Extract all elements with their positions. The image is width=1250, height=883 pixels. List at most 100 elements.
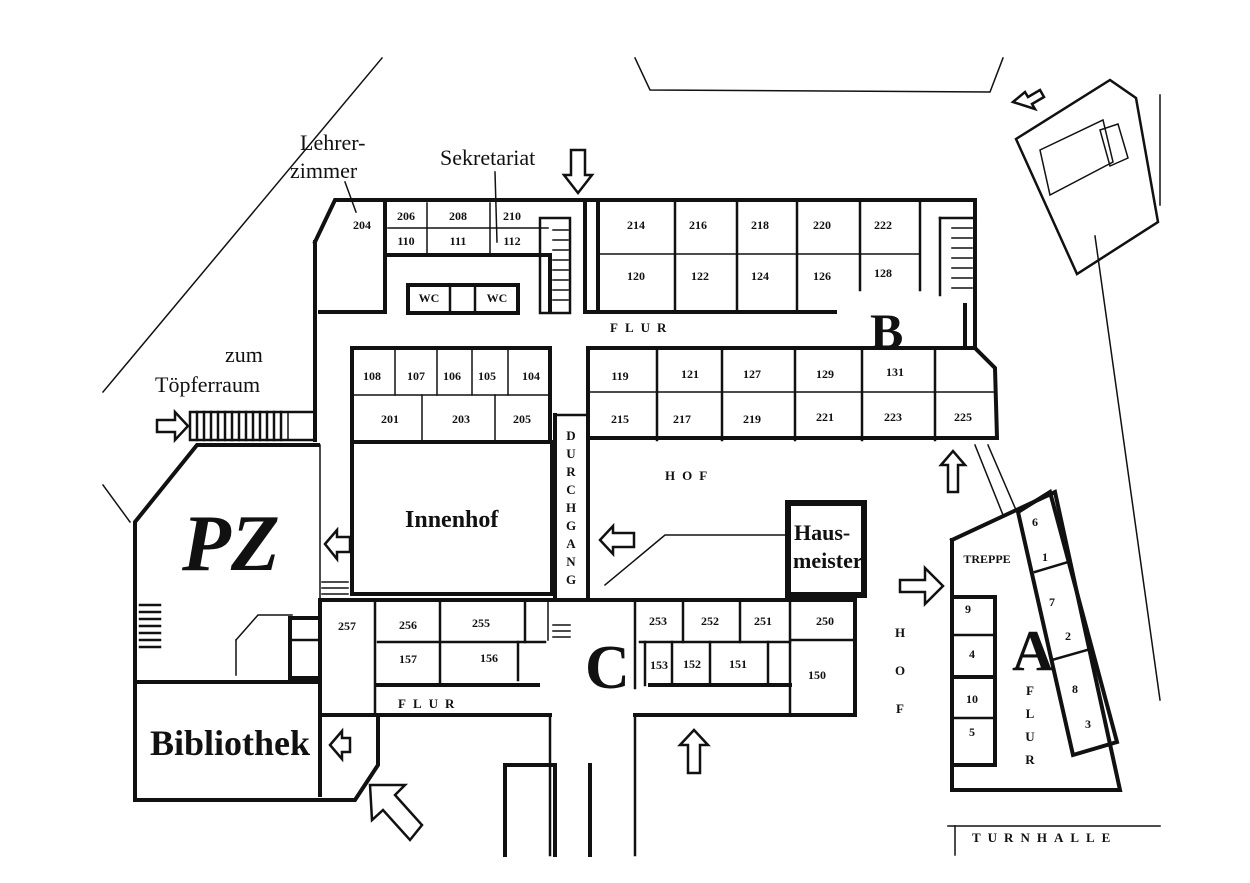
room-label: 256	[399, 618, 417, 632]
room-label: 121	[681, 367, 699, 381]
stairs-pz-corridor	[321, 581, 349, 595]
stairs-c	[552, 624, 571, 638]
arrow-up-icon	[938, 449, 968, 494]
room-label: 220	[813, 218, 831, 232]
wing-c	[318, 598, 857, 857]
label-durchgang-0: D	[566, 428, 575, 443]
room-label: 253	[649, 614, 667, 628]
label-durchgang-1: U	[566, 446, 576, 461]
room-label: 219	[743, 412, 761, 426]
label-wc-right: WC	[487, 291, 508, 305]
room-label: 126	[813, 269, 831, 283]
arrow-right-icon	[155, 408, 190, 444]
room-numbers: 204 206 208 210 110 111 112 214 216 218 …	[338, 209, 1091, 739]
arrow-up-icon	[677, 728, 711, 775]
room-label: 104	[522, 369, 540, 383]
label-lehrerzimmer-1: Lehrer-	[300, 130, 366, 155]
label-flur-v-2: U	[1025, 729, 1035, 744]
label-sekretariat: Sekretariat	[440, 145, 535, 170]
room-label: 208	[449, 209, 467, 223]
room-label: 111	[450, 234, 467, 248]
room-label: 153	[650, 658, 668, 672]
room-label: 250	[816, 614, 834, 628]
room-label: 124	[751, 269, 769, 283]
room-label: 215	[611, 412, 629, 426]
hausmeister-area	[603, 500, 867, 598]
room-label: 251	[754, 614, 772, 628]
annotations: Lehrer- zimmer Sekretariat zum Töpferrau…	[150, 130, 1110, 845]
room-label: 5	[969, 725, 975, 739]
label-durchgang-8: G	[566, 572, 576, 587]
room-label: 216	[689, 218, 707, 232]
room-label: 255	[472, 616, 490, 630]
label-treppe: TREPPE	[963, 552, 1010, 566]
label-durchgang-3: C	[566, 482, 575, 497]
room-label: 156	[480, 651, 498, 665]
entrance-arrows	[155, 88, 1046, 842]
room-label: 107	[407, 369, 425, 383]
label-hof-center: HOF	[665, 468, 714, 483]
room-label: 4	[969, 647, 975, 661]
label-bibliothek: Bibliothek	[150, 723, 310, 763]
label-hof-v-0: H	[895, 625, 905, 640]
stairs-pz	[138, 603, 162, 649]
turnhalle-outline	[1014, 78, 1160, 276]
stairs-right	[951, 227, 973, 289]
pz-bibliothek	[133, 443, 380, 802]
room-label: 3	[1085, 717, 1091, 731]
room-label: 204	[353, 218, 371, 232]
room-label: 214	[627, 218, 645, 232]
room-label: 7	[1049, 595, 1055, 609]
room-label: 129	[816, 367, 834, 381]
room-label: 1	[1042, 550, 1048, 564]
room-label: 6	[1032, 515, 1038, 529]
room-label: 10	[966, 692, 978, 706]
room-label: 112	[503, 234, 520, 248]
label-flur-bottom: FLUR	[398, 696, 461, 711]
label-zum: zum	[225, 342, 263, 367]
label-wing-a: A	[1012, 618, 1054, 683]
room-label: 106	[443, 369, 461, 383]
label-flur-v-1: L	[1026, 706, 1035, 721]
innenhof-area	[350, 413, 590, 602]
room-label: 201	[381, 412, 399, 426]
room-label: 105	[478, 369, 496, 383]
label-toepferraum: Töpferraum	[155, 372, 260, 397]
arrow-down-icon	[561, 148, 595, 196]
label-durchgang-6: A	[566, 536, 576, 551]
room-label: 222	[874, 218, 892, 232]
room-label: 217	[673, 412, 691, 426]
wing-b	[312, 198, 1000, 444]
arrow-left-icon	[598, 522, 636, 558]
room-label: 108	[363, 369, 381, 383]
arrow-left-icon	[328, 727, 352, 763]
room-label: 122	[691, 269, 709, 283]
room-label: 218	[751, 218, 769, 232]
label-hausmeister-1: Haus-	[794, 520, 850, 545]
room-label: 225	[954, 410, 972, 424]
label-wing-b: B	[870, 303, 903, 359]
room-label: 203	[452, 412, 470, 426]
label-hausmeister-2: meister	[793, 548, 863, 573]
room-label: 252	[701, 614, 719, 628]
arrow-left-icon	[323, 526, 352, 563]
building-a	[949, 444, 1123, 792]
label-hof-v-2: F	[896, 701, 904, 716]
room-label: 119	[611, 369, 628, 383]
room-label: 2	[1065, 629, 1071, 643]
toepferraum-stairs	[188, 410, 317, 442]
label-durchgang-7: N	[566, 554, 576, 569]
arrow-right-icon	[898, 564, 945, 608]
label-flur-v-3: R	[1025, 752, 1035, 767]
room-label: 205	[513, 412, 531, 426]
room-label: 206	[397, 209, 415, 223]
room-label: 221	[816, 410, 834, 424]
room-label: 151	[729, 657, 747, 671]
label-flur-v-0: F	[1026, 683, 1034, 698]
room-label: 8	[1072, 682, 1078, 696]
room-label: 120	[627, 269, 645, 283]
label-wing-c: C	[585, 634, 630, 702]
site-lines	[101, 56, 1161, 856]
room-label: 223	[884, 410, 902, 424]
